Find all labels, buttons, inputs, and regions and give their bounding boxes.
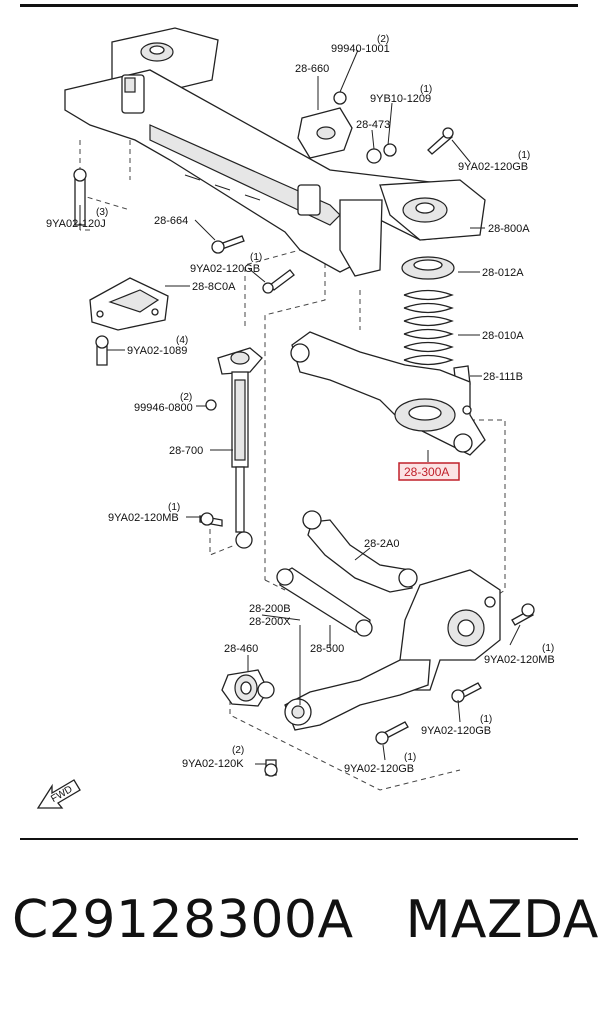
label-28-012a: 28-012A — [482, 267, 524, 279]
label-28-660: 28-660 — [295, 63, 329, 75]
leader-lines — [79, 49, 521, 765]
fasteners-top — [73, 91, 454, 294]
rear-knuckle — [399, 569, 535, 691]
label-28-200b: 28-200B — [249, 603, 291, 615]
label-28-200x: 28-200X — [249, 616, 291, 628]
label-9ya02-120gb-low: 9YA02-120GB — [421, 725, 491, 737]
label-99940-1001: 99940-1001 — [331, 43, 390, 55]
label-9ya02-120gb-mid: 9YA02-120GB — [190, 263, 260, 275]
footer-brand: MAZDA — [405, 890, 599, 950]
qty-9ya02-120k: (2) — [232, 745, 244, 756]
label-9ya02-120mb-left: 9YA02-120MB — [108, 512, 179, 524]
mount-28-660 — [297, 107, 353, 159]
fwd-text: FWD — [49, 784, 74, 805]
lateral-link-28-500 — [276, 567, 373, 637]
label-28-460: 28-460 — [224, 643, 258, 655]
qty-9ya02-120mb-left: (1) — [168, 502, 180, 513]
label-9ya02-120gb-top: 9YA02-120GB — [458, 161, 528, 173]
qty-9ya02-1089: (4) — [176, 335, 188, 346]
shock-absorber-28-700 — [199, 347, 263, 549]
label-28-700: 28-700 — [169, 445, 203, 457]
qty-9ya02-120gb-low: (1) — [480, 714, 492, 725]
part-labels: (2) 99940-1001 28-660 (1) 9YB10-1209 28-… — [46, 34, 555, 775]
qty-99946: (2) — [180, 392, 192, 403]
label-28-664: 28-664 — [154, 215, 188, 227]
label-9ya02-120mb-right: 9YA02-120MB — [484, 654, 555, 666]
label-28-500: 28-500 — [310, 643, 344, 655]
label-28-473: 28-473 — [356, 119, 390, 131]
lower-arm-28-300a — [290, 331, 486, 456]
label-9yb10-1209: 9YB10-1209 — [370, 93, 431, 105]
label-28-300a: 28-300A — [404, 465, 449, 479]
spring-assembly — [401, 256, 471, 387]
label-9ya02-120j: 9YA02-120J — [46, 218, 106, 230]
trailing-arm-28-200b — [284, 659, 431, 731]
label-28-010a: 28-010A — [482, 330, 524, 342]
label-28-8c0a: 28-8C0A — [192, 281, 236, 293]
highlight-box-28-300a — [398, 462, 460, 481]
qty-9ya02-120gb-top: (1) — [518, 150, 530, 161]
bracket-28-8c0a — [89, 277, 169, 366]
label-28-2a0: 28-2A0 — [364, 538, 399, 550]
qty-9yb10: (1) — [420, 84, 432, 95]
fasteners-bottom — [264, 682, 482, 777]
qty-9ya02-120gb-bottom: (1) — [404, 752, 416, 763]
label-28-800a: 28-800A — [488, 223, 530, 235]
footer-part-number: C29128300A — [12, 890, 354, 950]
label-9ya02-120gb-bottom: 9YA02-120GB — [344, 763, 414, 775]
fwd-arrow-icon: FWD — [36, 779, 81, 809]
parts-diagram: FWD (2) 99940-1001 28-660 (1) — [36, 27, 555, 809]
label-9ya02-1089: 9YA02-1089 — [127, 345, 187, 357]
label-9ya02-120k: 9YA02-120K — [182, 758, 244, 770]
qty-9ya02-120j: (3) — [96, 207, 108, 218]
footer-caption: C29128300A MAZDA — [12, 890, 598, 980]
upper-arm-28-2a0 — [302, 510, 418, 593]
qty-9ya02-120gb-mid: (1) — [250, 252, 262, 263]
qty-99940: (2) — [377, 34, 389, 45]
top-rule — [20, 4, 578, 7]
label-28-111b: 28-111B — [483, 371, 523, 383]
bottom-rule — [20, 838, 578, 840]
bushing-28-460 — [221, 669, 275, 707]
subframe-crossmember — [64, 27, 486, 277]
qty-9ya02-120mb-right: (1) — [542, 643, 554, 654]
label-99946-0800: 99946-0800 — [134, 402, 193, 414]
